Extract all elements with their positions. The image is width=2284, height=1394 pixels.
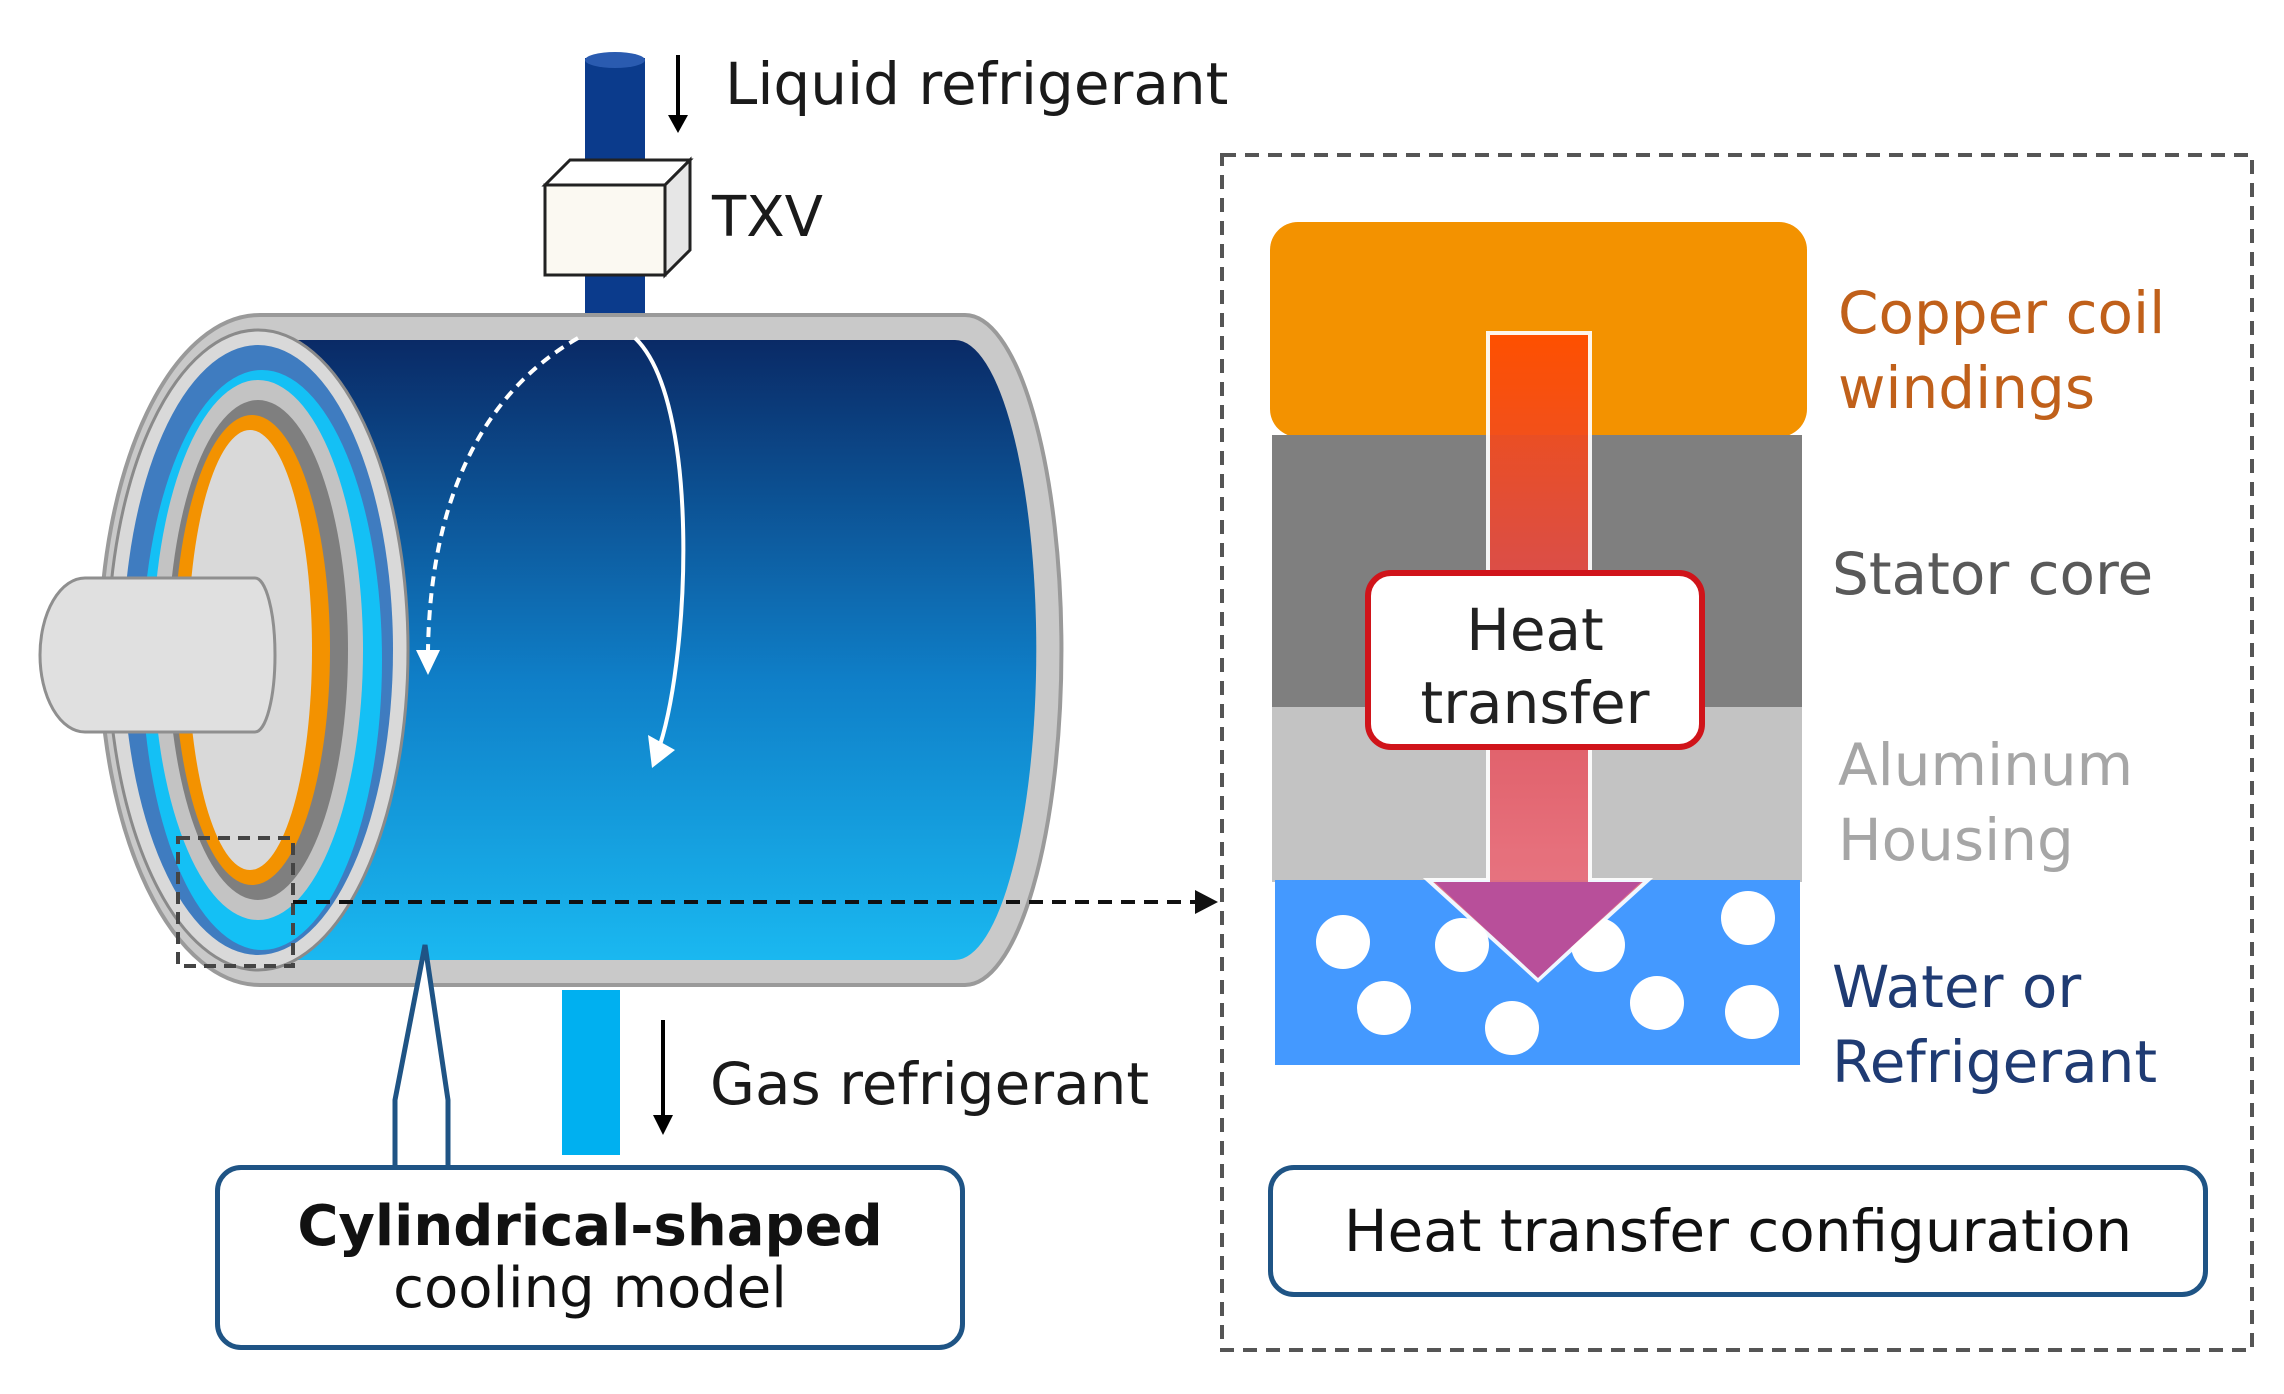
aluminum-label-line1: Aluminum <box>1838 731 2134 799</box>
liquid-refrigerant-label: Liquid refrigerant <box>725 50 1229 118</box>
heat-transfer-arrowhead <box>1435 882 1641 978</box>
bubble <box>1721 891 1775 945</box>
copper-layer <box>1270 222 1807 437</box>
bubble <box>1316 915 1370 969</box>
model-title: Cylindrical-shaped <box>297 1194 883 1259</box>
flow-arrow-dashed <box>426 336 579 651</box>
zoom-selection <box>176 836 295 968</box>
model-subtitle: cooling model <box>393 1255 787 1321</box>
flow-arrow-solid <box>633 336 686 746</box>
bubble <box>1725 985 1779 1039</box>
heat-transfer-box: Heat transfer <box>1365 570 1705 750</box>
copper-label: Copper coil windings <box>1838 276 2165 427</box>
zoom-connector-arrowhead <box>1195 890 1218 914</box>
aluminum-label-line2: Housing <box>1838 806 2074 875</box>
liquid-down-arrowhead <box>668 115 688 133</box>
coolant-label-line1: Water or <box>1832 953 2082 1021</box>
heat-transfer-line2: transfer <box>1420 668 1650 737</box>
gas-refrigerant-label: Gas refrigerant <box>710 1050 1150 1118</box>
flow-arrowhead-solid <box>648 735 675 768</box>
coolant-label-line2: Refrigerant <box>1832 1028 2158 1097</box>
copper-label-line1: Copper coil <box>1838 279 2166 347</box>
model-callout: Cylindrical-shaped cooling model <box>215 1165 965 1350</box>
bubble <box>1357 981 1411 1035</box>
bubble <box>1435 918 1489 972</box>
gas-outlet-pipe <box>562 990 620 1155</box>
config-caption-box: Heat transfer configuration <box>1268 1165 2208 1297</box>
stator-label: Stator core <box>1832 540 2154 608</box>
txv-box-front <box>543 183 667 277</box>
callout-pointer <box>392 944 451 1170</box>
gas-down-arrowhead <box>653 1115 673 1135</box>
bubble <box>1630 976 1684 1030</box>
pipe-top-cap <box>585 52 645 68</box>
bubble <box>1485 1001 1539 1055</box>
config-caption: Heat transfer configuration <box>1343 1197 2133 1265</box>
config-panel-border <box>1220 153 2254 1352</box>
heat-transfer-line1: Heat <box>1466 596 1604 664</box>
copper-label-line2: windings <box>1838 354 2096 423</box>
aluminum-label: Aluminum Housing <box>1838 728 2133 879</box>
txv-label: TXV <box>712 185 823 250</box>
cylinder-body <box>275 340 1037 960</box>
coolant-label: Water or Refrigerant <box>1832 950 2157 1101</box>
shaft <box>38 576 277 734</box>
flow-arrowhead-dashed <box>416 650 440 675</box>
